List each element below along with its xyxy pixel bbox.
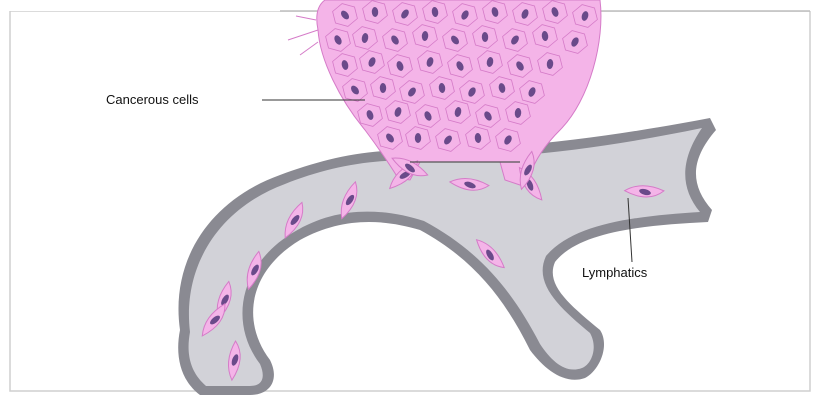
tumor-edge-strand: [288, 16, 318, 55]
tumor-cell-nucleus: [415, 133, 421, 143]
cancerous-cells-label: Cancerous cells: [106, 92, 199, 107]
lymphatics-label: Lymphatics: [582, 265, 647, 280]
